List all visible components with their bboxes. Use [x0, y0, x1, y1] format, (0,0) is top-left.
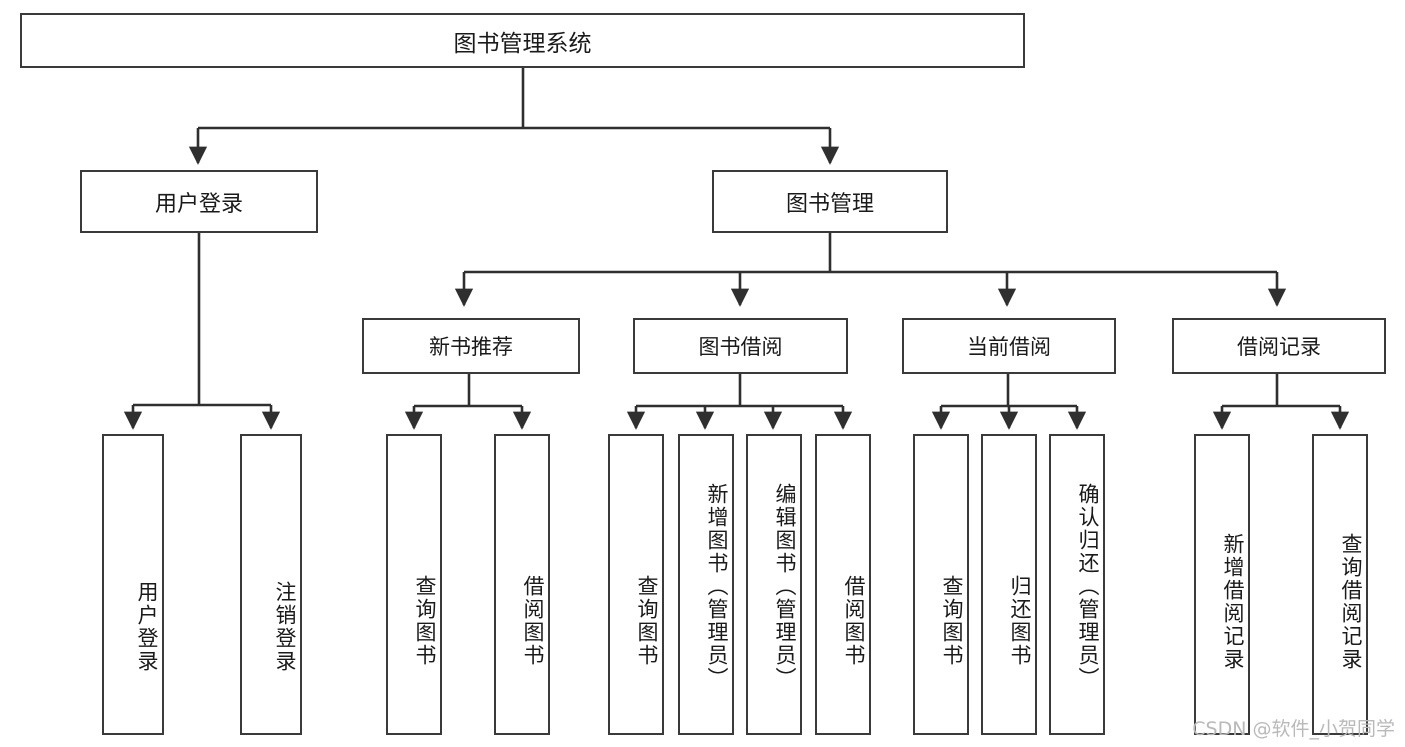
node-new-book-recommend[interactable]: 新书推荐	[362, 318, 580, 374]
node-label: 图书管理	[785, 191, 874, 217]
node-label: 编辑图书（管理员）	[773, 483, 797, 690]
node-label: 归还图书	[1008, 574, 1032, 667]
leaf-user-login[interactable]: 用户登录	[102, 434, 164, 735]
leaf-user-logout[interactable]: 注销登录	[240, 434, 302, 735]
node-borrow-record[interactable]: 借阅记录	[1172, 318, 1386, 374]
node-book-management[interactable]: 图书管理	[712, 170, 948, 233]
node-label: 借阅图书	[842, 574, 866, 667]
leaf-current-return-book[interactable]: 归还图书	[981, 434, 1037, 735]
node-label: 借阅记录	[1237, 335, 1321, 359]
leaf-current-confirm-return-admin[interactable]: 确认归还（管理员）	[1049, 434, 1105, 735]
leaf-borrow-borrow-book[interactable]: 借阅图书	[815, 434, 871, 735]
node-label: 用户登录	[135, 580, 159, 673]
leaf-borrow-add-book-admin[interactable]: 新增图书（管理员）	[678, 434, 734, 735]
node-label: 借阅图书	[521, 574, 545, 667]
node-current-borrow[interactable]: 当前借阅	[902, 318, 1116, 374]
node-label: 用户登录	[154, 191, 243, 217]
node-label: 注销登录	[273, 580, 297, 673]
node-label: 图书借阅	[698, 335, 783, 359]
leaf-record-query-borrow-record[interactable]: 查询借阅记录	[1312, 434, 1368, 735]
leaf-current-query-book[interactable]: 查询图书	[913, 434, 969, 735]
node-label: 查询图书	[413, 574, 437, 667]
node-label: 确认归还（管理员）	[1076, 483, 1100, 690]
node-label: 新增借阅记录	[1221, 532, 1245, 671]
leaf-borrow-query-book[interactable]: 查询图书	[608, 434, 664, 735]
leaf-recommend-query-book[interactable]: 查询图书	[386, 434, 442, 735]
node-book-borrow[interactable]: 图书借阅	[633, 318, 848, 374]
node-label: 查询借阅记录	[1339, 532, 1363, 671]
leaf-record-add-borrow-record[interactable]: 新增借阅记录	[1194, 434, 1250, 735]
node-label: 当前借阅	[967, 335, 1051, 359]
node-root-system[interactable]: 图书管理系统	[20, 13, 1025, 68]
leaf-borrow-edit-book-admin[interactable]: 编辑图书（管理员）	[746, 434, 802, 735]
node-label: 查询图书	[635, 574, 659, 667]
node-label: 新增图书（管理员）	[705, 483, 729, 690]
node-label: 查询图书	[940, 574, 964, 667]
leaf-recommend-borrow-book[interactable]: 借阅图书	[494, 434, 550, 735]
watermark-text: CSDN @软件_小贺同学	[1192, 718, 1395, 740]
node-label: 新书推荐	[429, 335, 513, 359]
node-user-login[interactable]: 用户登录	[80, 170, 318, 233]
node-label: 图书管理系统	[453, 30, 592, 57]
